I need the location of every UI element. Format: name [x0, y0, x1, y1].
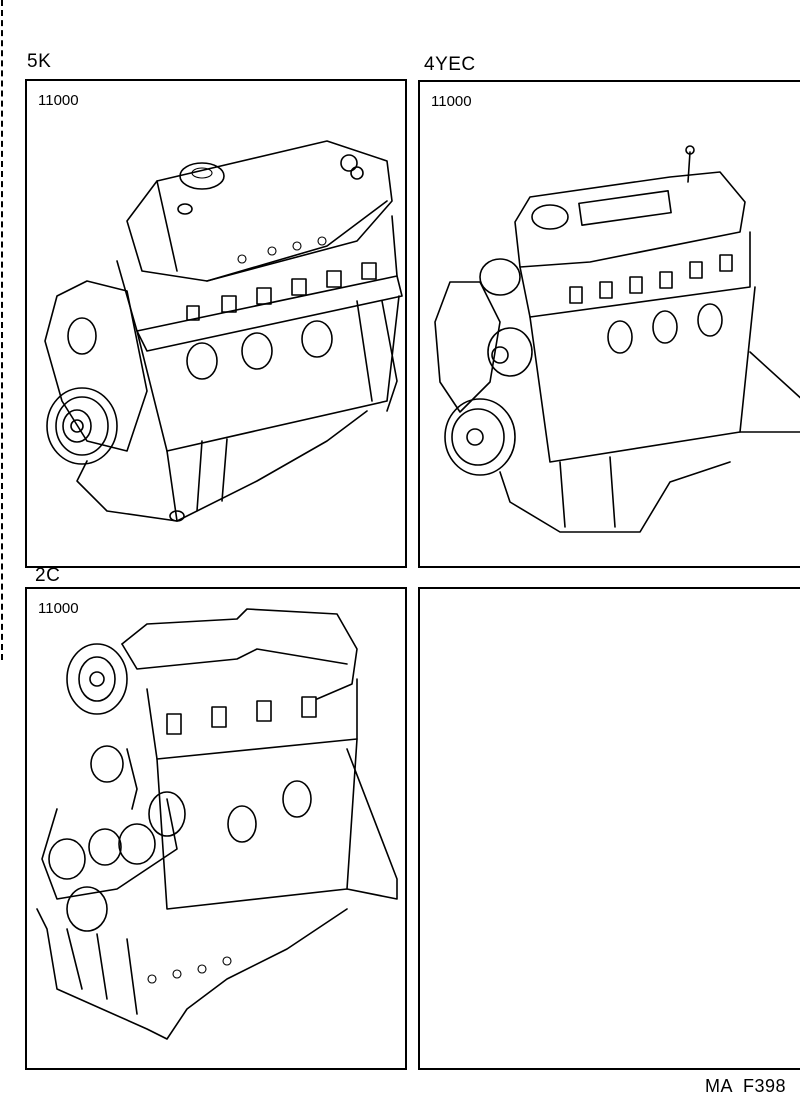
panel-empty — [418, 587, 800, 1070]
panel-2c: 11000 — [25, 587, 407, 1070]
panel-4yec: 11000 — [418, 80, 800, 568]
model-label-4yec: 4YEC — [424, 54, 476, 75]
figure-code: MA F398 — [704, 1076, 786, 1096]
part-number: 11000 — [38, 92, 79, 109]
engine-illustration-4yec-icon — [434, 145, 800, 533]
panel-5k: 11000 — [25, 79, 407, 568]
part-number: 11000 — [38, 600, 79, 617]
model-label-2c: 2C — [35, 565, 61, 586]
engine-illustration-5k-icon — [44, 140, 403, 522]
model-label-5k: 5K — [27, 51, 52, 72]
engine-illustration-2c-icon — [36, 608, 398, 1040]
part-number: 11000 — [431, 93, 472, 110]
page-cut-line — [1, 0, 3, 660]
